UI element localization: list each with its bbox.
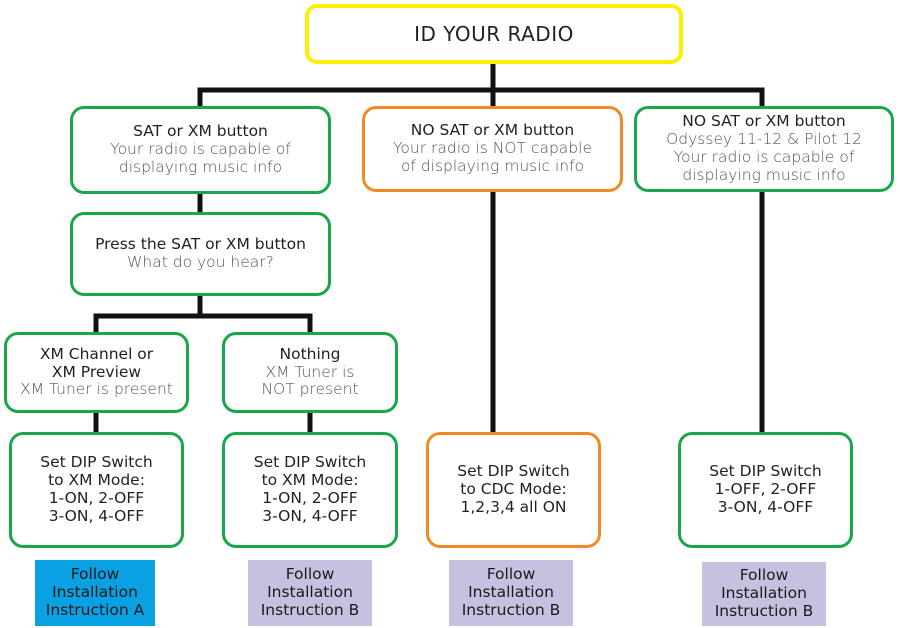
follow-line: Installation (52, 583, 138, 602)
branch-title: NO SAT or XM button (682, 112, 846, 131)
branch-line: Your radio is capable of (673, 148, 855, 166)
dip-line: to XM Mode: (48, 471, 145, 490)
branch-line: Your radio is NOT capable (393, 139, 592, 158)
follow-line: Installation (721, 584, 807, 603)
branch-line: Your radio is capable of (110, 140, 291, 159)
press-title: Press the SAT or XM button (95, 235, 306, 254)
root-title: ID YOUR RADIO (414, 21, 574, 46)
dip-box-xm-a: Set DIP Switch to XM Mode: 1-ON, 2-OFF 3… (9, 432, 184, 548)
follow-line: Instruction A (45, 600, 145, 619)
follow-line: Installation (267, 583, 353, 602)
dip-line: Set DIP Switch (457, 462, 570, 481)
dip-box-odyssey: Set DIP Switch 1-OFF, 2-OFF 3-ON, 4-OFF (678, 432, 853, 548)
outcome-box-nothing: Nothing XM Tuner is NOT present (222, 332, 398, 413)
follow-line: Follow (486, 565, 536, 584)
dip-box-cdc: Set DIP Switch to CDC Mode: 1,2,3,4 all … (426, 432, 601, 548)
dip-line: 3-ON, 4-OFF (717, 497, 814, 516)
follow-instruction-b: Follow Installation Instruction B (449, 560, 573, 626)
root-box: ID YOUR RADIO (305, 4, 683, 64)
follow-line: Instruction B (714, 601, 814, 620)
branch-box-odyssey: NO SAT or XM button Odyssey 11-12 & Pilo… (634, 106, 894, 192)
follow-line: Instruction B (260, 600, 360, 619)
dip-line: 1,2,3,4 all ON (460, 497, 567, 516)
follow-instruction-b: Follow Installation Instruction B (248, 560, 372, 626)
dip-line: 3-ON, 4-OFF (262, 506, 358, 525)
follow-instruction-a: Follow Installation Instruction A (35, 560, 155, 626)
dip-line: 1-ON, 2-OFF (262, 489, 358, 507)
follow-line: Installation (468, 583, 554, 602)
outcome-title: XM Preview (51, 362, 142, 381)
connector-branch-bar (197, 87, 765, 106)
outcome-title: XM Channel or (39, 344, 154, 363)
dip-line: to XM Mode: (261, 471, 359, 490)
follow-line: Follow (739, 566, 789, 585)
follow-line: Follow (285, 565, 335, 584)
dip-line: Set DIP Switch (709, 462, 822, 481)
dip-line: to CDC Mode: (460, 480, 567, 499)
outcome-sub: NOT present (261, 380, 359, 399)
branch-title: NO SAT or XM button (410, 121, 575, 140)
branch-line: of displaying music info (400, 156, 585, 175)
dip-line: Set DIP Switch (253, 453, 367, 472)
branch-line: displaying music info (118, 157, 283, 176)
outcome-sub: XM Tuner is present (20, 380, 173, 399)
branch-title: SAT or XM button (133, 122, 268, 141)
outcome-box-xm-channel: XM Channel or XM Preview XM Tuner is pre… (4, 332, 189, 413)
follow-line: Instruction B (461, 600, 561, 619)
dip-line: Set DIP Switch (40, 453, 153, 472)
branch-line: Odyssey 11-12 & Pilot 12 (666, 130, 862, 149)
branch-line: displaying music info (682, 165, 846, 184)
dip-line: 1-OFF, 2-OFF (714, 480, 817, 499)
press-sub: What do you hear? (127, 253, 274, 271)
outcome-title: Nothing (279, 344, 341, 363)
dip-line: 1-ON, 2-OFF (48, 489, 145, 507)
dip-line: 3-ON, 4-OFF (48, 506, 145, 525)
press-button-box: Press the SAT or XM button What do you h… (70, 212, 331, 296)
branch-box-sat-xm: SAT or XM button Your radio is capable o… (70, 106, 331, 194)
dip-box-xm-b: Set DIP Switch to XM Mode: 1-ON, 2-OFF 3… (222, 432, 398, 548)
connector-press-outcomes (93, 296, 313, 332)
branch-box-no-sat: NO SAT or XM button Your radio is NOT ca… (362, 106, 623, 192)
outcome-sub: XM Tuner is (265, 362, 355, 381)
follow-line: Follow (70, 565, 120, 584)
follow-instruction-b: Follow Installation Instruction B (702, 562, 826, 626)
